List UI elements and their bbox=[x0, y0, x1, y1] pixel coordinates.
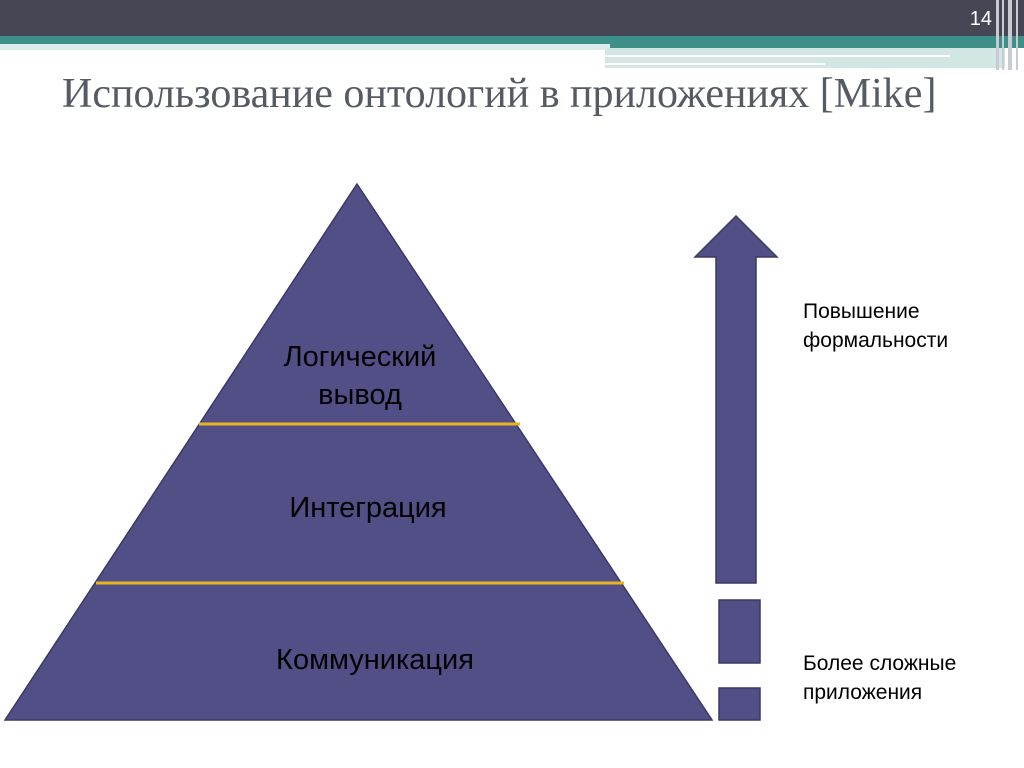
pyramid-level-integration: Интеграция bbox=[289, 492, 447, 524]
pyramid-shape bbox=[3, 182, 714, 721]
arrow-block-upper bbox=[718, 599, 761, 664]
header-pale-strip bbox=[0, 44, 610, 50]
up-arrow-shape bbox=[693, 214, 779, 584]
arrow-top-label: Повышение формальности bbox=[803, 300, 949, 352]
header-thin-line-2 bbox=[605, 63, 825, 65]
arrow-bottom-label: Более сложные приложения bbox=[803, 652, 957, 704]
slide-number: 14 bbox=[969, 8, 992, 30]
slide-title: Использование онтологий в приложениях [M… bbox=[62, 71, 937, 117]
pyramid-level-inference: Логический вывод bbox=[283, 341, 437, 411]
header-dark-band bbox=[0, 0, 1024, 36]
header-vertical-bars bbox=[996, 0, 1024, 70]
pyramid-level-communication: Коммуникация bbox=[276, 644, 474, 676]
header-thin-line bbox=[605, 55, 950, 57]
arrow-block-lower bbox=[718, 687, 761, 721]
